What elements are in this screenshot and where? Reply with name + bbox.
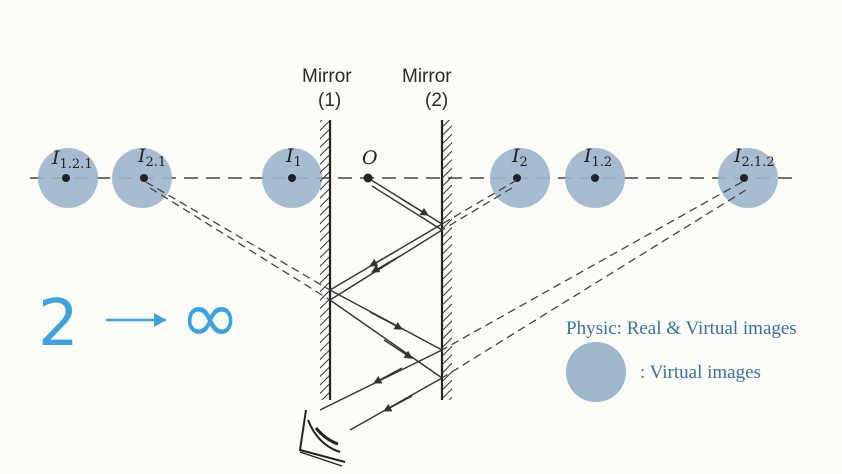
mirror-2-hatching	[442, 120, 452, 400]
legend-virtual-image-marker	[566, 342, 626, 402]
image-label-i2: I2	[511, 145, 528, 170]
mirror-1-label-line2: (1)	[318, 90, 341, 111]
legend-title: Physic: Real & Virtual images	[566, 318, 797, 339]
image-point-i12	[591, 174, 599, 182]
ray-arrow-5	[373, 367, 403, 384]
ray-arrow-o	[399, 197, 429, 216]
image-point-i2	[513, 174, 521, 182]
annotation-infinity: ∞	[180, 275, 240, 359]
image-label-i1-main: I	[285, 145, 294, 167]
image-label-i1-sub: 1	[294, 155, 302, 170]
mirror-1	[320, 120, 332, 400]
mirror-2-label-line2: (2)	[425, 90, 448, 111]
object-label: O	[362, 147, 378, 169]
image-label-i2-main: I	[511, 145, 520, 167]
image-label-i12-main: I	[583, 145, 592, 167]
image-label-i21: I2.1	[137, 145, 166, 170]
ray-o-to-m2-b	[371, 185, 443, 231]
image-label-i121-main: I	[51, 147, 60, 169]
image-point-i121	[62, 174, 70, 182]
ray-arrow-2	[371, 255, 401, 273]
image-label-i121: I1.2.1	[51, 147, 93, 172]
image-label-i12: I1.2	[583, 145, 612, 170]
image-point-i212	[740, 174, 748, 182]
image-label-i212-main: I	[733, 145, 742, 167]
ray-m1-m2-b	[329, 299, 443, 379]
eye-icon	[298, 409, 346, 467]
virtual-ray-i212-b	[441, 189, 747, 379]
mirror-1-hatching	[320, 120, 330, 400]
real-rays	[319, 177, 443, 431]
ray-arrow-3	[369, 311, 403, 330]
ray-arrow-6	[383, 395, 413, 412]
virtual-ray-i212-a	[441, 181, 743, 351]
image-label-i21-sub: 2.1	[146, 155, 167, 170]
ray-m2-m1-b	[329, 229, 443, 301]
virtual-ray-i2-b	[441, 187, 513, 231]
annotation-arrow-icon	[106, 313, 166, 327]
image-label-i12-sub: 1.2	[592, 155, 613, 170]
virtual-rays	[145, 179, 747, 379]
image-label-i121-sub: 1.2.1	[60, 157, 93, 172]
virtual-ray-i2-a	[441, 179, 518, 225]
ray-arrow-4	[383, 339, 413, 359]
ray-arrow-1	[369, 249, 399, 267]
image-point-i1	[288, 174, 296, 182]
image-label-i2-sub: 2	[520, 155, 528, 170]
image-label-i212-sub: 2.1.2	[742, 155, 775, 170]
mirror-1-label-line1: Mirror	[302, 66, 352, 87]
image-label-i1: I1	[285, 145, 302, 170]
image-point-i21	[140, 174, 148, 182]
legend-virtual-image-label: : Virtual images	[640, 362, 761, 383]
virtual-ray-i21-a	[145, 181, 331, 291]
annotation-two: 2	[38, 287, 79, 361]
image-points	[62, 173, 748, 183]
mirror-2	[440, 120, 452, 400]
mirror-2-label-line1: Mirror	[402, 66, 452, 87]
image-label-i21-main: I	[137, 145, 146, 167]
virtual-image-circles	[38, 148, 778, 208]
image-label-i212: I2.1.2	[733, 145, 775, 170]
virtual-ray-i21-b	[149, 187, 331, 301]
